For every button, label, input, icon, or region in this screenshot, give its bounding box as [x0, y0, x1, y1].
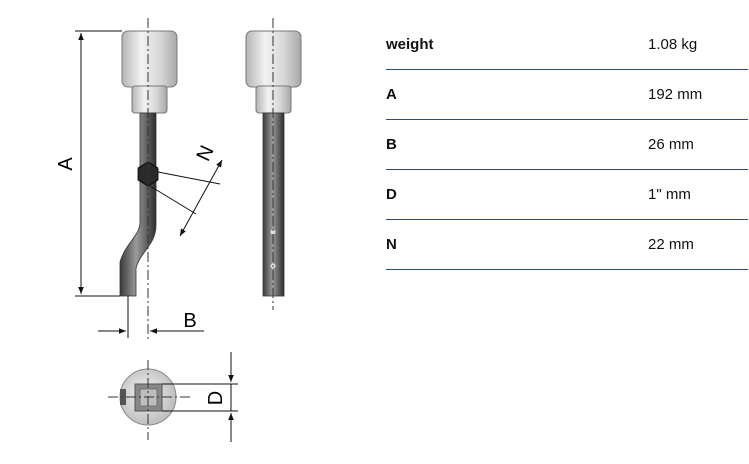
- spec-row-weight: weight 1.08 kg: [386, 20, 748, 70]
- spec-label: B: [386, 136, 397, 153]
- dimension-a: A: [55, 30, 122, 297]
- spec-row-a: A 192 mm: [386, 70, 748, 120]
- spec-value: 1" mm: [648, 186, 691, 203]
- side-view-straight: [245, 18, 302, 310]
- dimension-d: D: [162, 352, 238, 442]
- spec-value: 1.08 kg: [648, 36, 698, 53]
- dim-d-label: D: [205, 391, 227, 405]
- dimension-b: B: [98, 296, 204, 338]
- spec-row-d: D 1" mm: [386, 170, 748, 220]
- spec-table: weight 1.08 kg A 192 mm B 26 mm D 1" mm …: [386, 20, 748, 270]
- dim-a-label: A: [55, 157, 77, 171]
- side-view-bent: [119, 18, 178, 340]
- spec-value: 192 mm: [648, 86, 703, 103]
- dimension-n: N: [149, 142, 223, 237]
- spec-label: weight: [386, 36, 434, 53]
- dim-b-label: B: [183, 310, 196, 332]
- spec-label: A: [386, 86, 397, 103]
- spec-value: 26 mm: [648, 136, 694, 153]
- dim-n-label: N: [193, 142, 219, 164]
- spec-label: N: [386, 236, 397, 253]
- spec-row-n: N 22 mm: [386, 220, 748, 270]
- spec-row-b: B 26 mm: [386, 120, 748, 170]
- technical-drawing: A N B D: [55, 18, 302, 442]
- spec-label: D: [386, 186, 397, 203]
- top-view: [108, 360, 190, 440]
- spec-value: 22 mm: [648, 236, 694, 253]
